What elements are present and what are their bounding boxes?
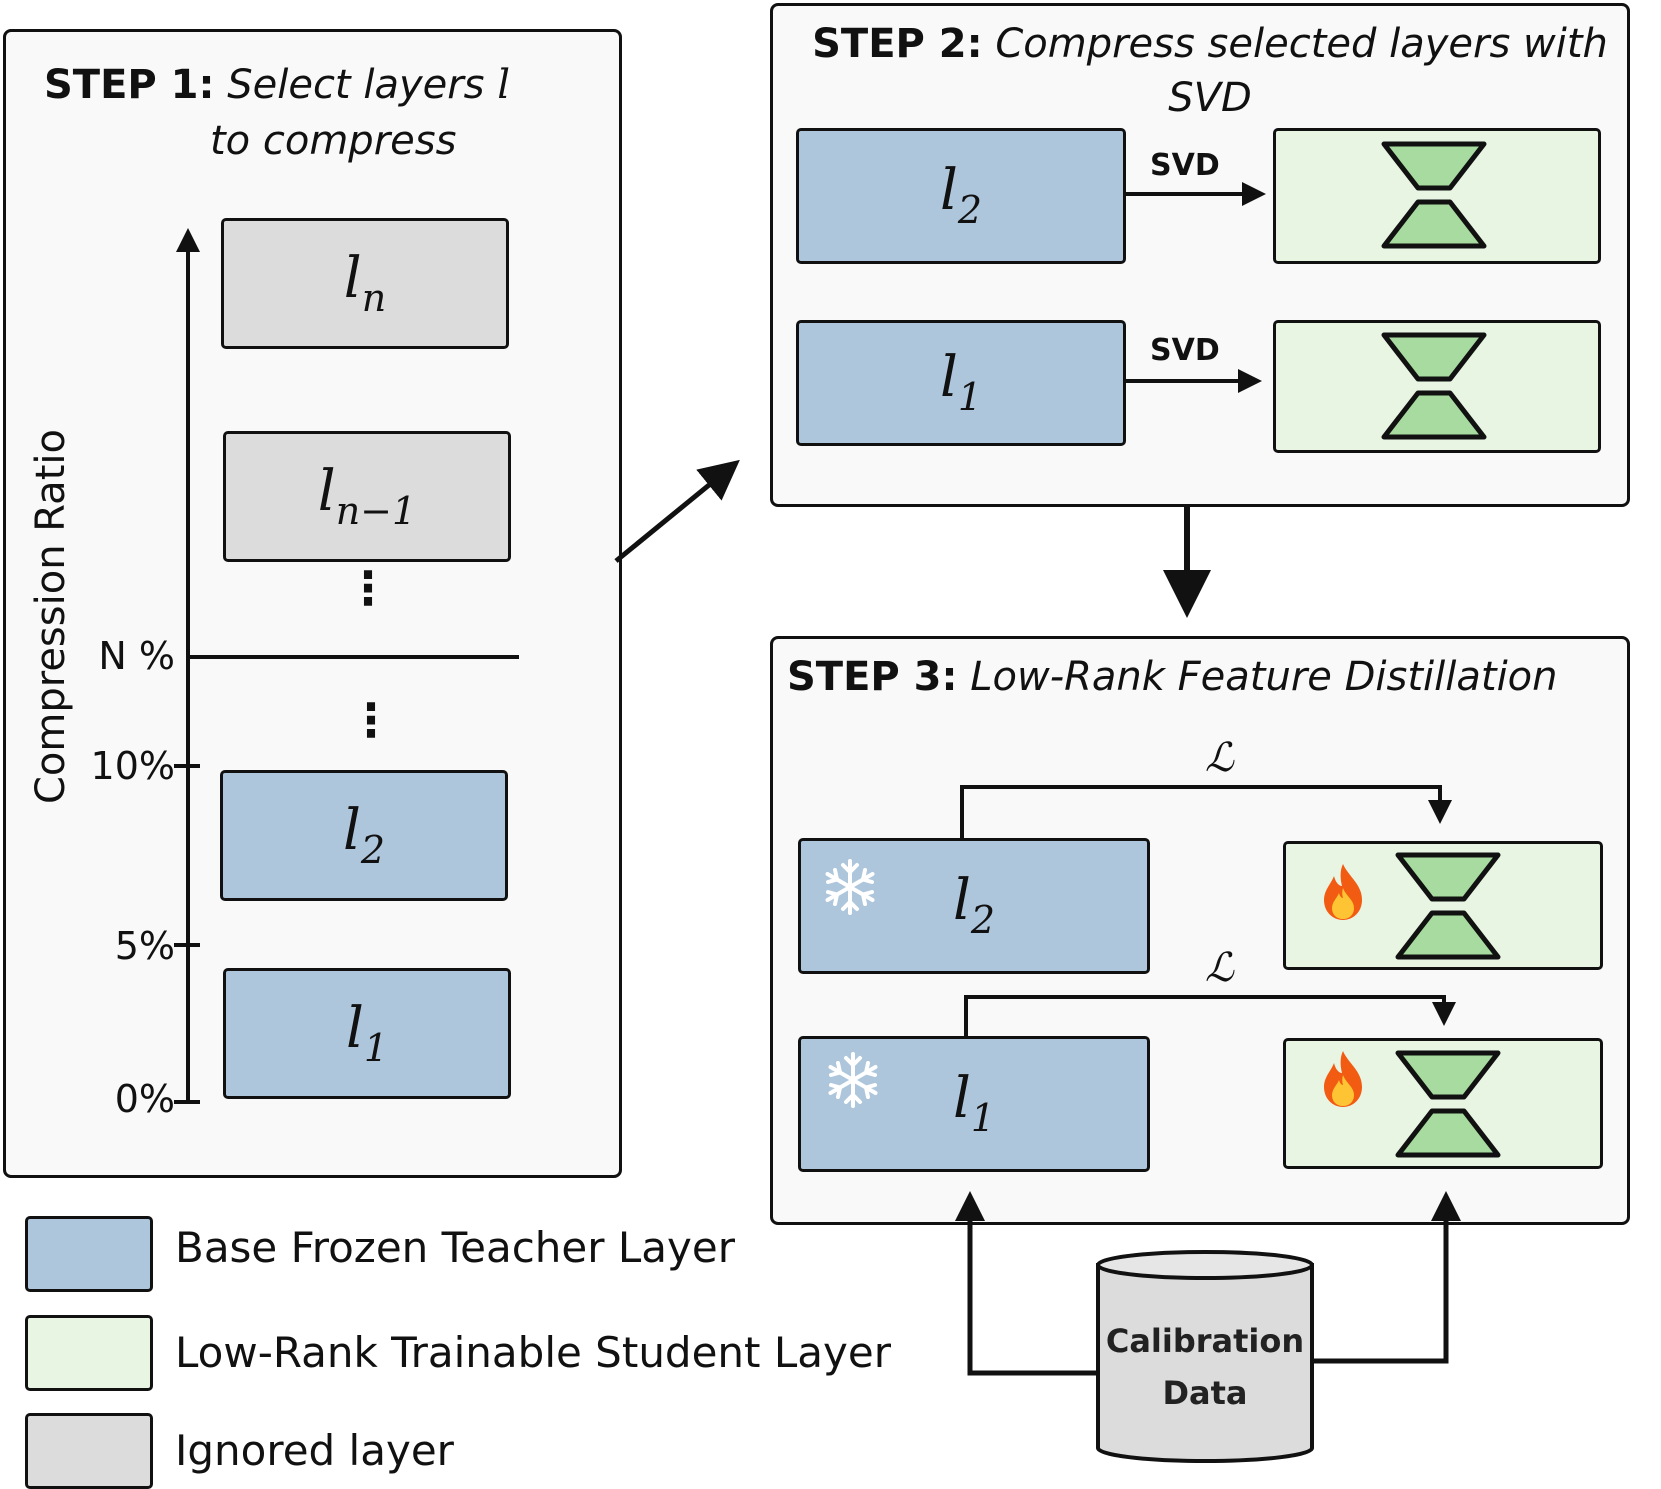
- step1-title-line2: to compress: [210, 114, 456, 168]
- layer-ln-minus-1: ln−1: [223, 431, 511, 562]
- step3-desc: Low-Rank Feature Distillation: [970, 654, 1558, 700]
- calibration-to-student: [1312, 1191, 1461, 1364]
- layer-l1-step1-label: l1: [345, 995, 389, 1070]
- legend-swatch-teacher: [25, 1216, 153, 1292]
- teacher-l1-step3: l1: [798, 1036, 1150, 1172]
- loss-connector-upper: [960, 785, 1452, 838]
- compression-axis: [174, 228, 519, 1104]
- student-l1-step3: [1283, 1038, 1603, 1169]
- step2-label: STEP 2:: [812, 21, 983, 67]
- ellipsis-lower: ⋮: [348, 693, 394, 747]
- layer-l2-step2: l2: [796, 128, 1126, 264]
- step3-title: STEP 3: Low-Rank Feature Distillation: [787, 650, 1558, 704]
- step2-title: STEP 2: Compress selected layers with SV…: [810, 17, 1610, 125]
- step3-label: STEP 3:: [787, 654, 958, 700]
- legend-swatch-ignored: [25, 1413, 153, 1489]
- teacher-l2-step3-label: l2: [952, 868, 996, 942]
- calibration-data-label: Calibration Data: [1100, 1315, 1310, 1419]
- step1-desc-post: to compress: [210, 118, 457, 164]
- student-l2-step2: [1273, 128, 1601, 264]
- layer-l1-step1: l1: [223, 968, 511, 1099]
- layer-ln-minus-1-label: ln−1: [317, 458, 417, 533]
- step1-label: STEP 1:: [44, 62, 215, 108]
- svd-label-upper: SVD: [1150, 148, 1220, 183]
- step2-desc: Compress selected layers with SVD: [995, 21, 1608, 121]
- hourglass-icon: [1395, 852, 1501, 960]
- legend-label-student: Low-Rank Trainable Student Layer: [175, 1328, 891, 1377]
- hourglass-icon: [1395, 1050, 1501, 1158]
- legend-label-ignored: Ignored layer: [175, 1426, 454, 1475]
- loss-connector-lower: [964, 995, 1456, 1036]
- layer-l2-step1: l2: [220, 770, 508, 901]
- tick-10-percent: 10%: [90, 744, 175, 788]
- snowflake-icon: [825, 859, 875, 915]
- arrow-step1-to-step2: [614, 459, 740, 563]
- calibration-to-teacher: [955, 1191, 1098, 1376]
- legend-swatch-student: [25, 1315, 153, 1391]
- layer-l1-step2-label: l1: [939, 345, 983, 419]
- ellipsis-upper: ⋮: [345, 561, 391, 615]
- layer-ln: ln: [221, 218, 509, 349]
- teacher-l1-step3-label: l1: [952, 1066, 996, 1140]
- tick-n-percent: N %: [98, 634, 175, 678]
- svd-label-lower: SVD: [1150, 333, 1220, 368]
- tick-0-percent: 0%: [114, 1077, 175, 1121]
- student-l1-step2: [1273, 320, 1601, 453]
- step1-desc-var: l: [497, 62, 511, 108]
- fire-icon: [1324, 1051, 1362, 1107]
- student-l2-step3: [1283, 841, 1603, 970]
- loss-label-lower: ℒ: [1205, 945, 1234, 991]
- step1-desc-pre: Select layers: [227, 62, 485, 108]
- legend-label-teacher: Base Frozen Teacher Layer: [175, 1223, 735, 1272]
- layer-ln-label: ln: [343, 245, 387, 320]
- calibration-line1: Calibration: [1105, 1322, 1305, 1360]
- teacher-l2-step3: l2: [798, 838, 1150, 974]
- hourglass-icon: [1381, 332, 1487, 440]
- layer-l1-step2: l1: [796, 320, 1126, 446]
- fire-icon: [1324, 864, 1362, 920]
- calibration-line2: Data: [1162, 1374, 1248, 1412]
- layer-l2-step2-label: l2: [939, 158, 983, 232]
- loss-label-upper: ℒ: [1205, 735, 1234, 781]
- hourglass-icon: [1381, 141, 1487, 249]
- tick-5-percent: 5%: [114, 924, 175, 968]
- snowflake-icon: [828, 1052, 878, 1108]
- step1-title: STEP 1: Select layers l: [44, 58, 510, 112]
- calibration-cylinder: [1096, 1250, 1314, 1463]
- layer-l2-step1-label: l2: [342, 797, 386, 872]
